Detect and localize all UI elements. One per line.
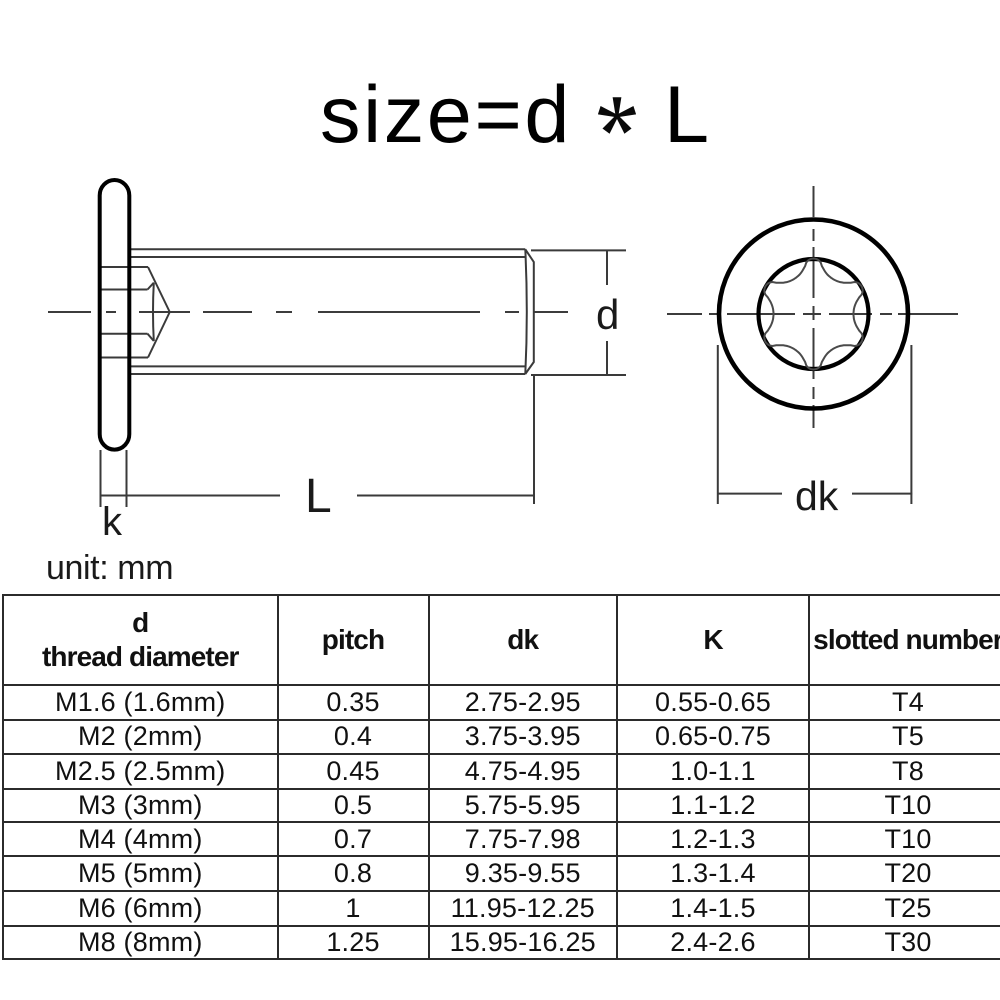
- svg-text:dk: dk: [795, 473, 839, 519]
- svg-text:k: k: [102, 500, 123, 544]
- svg-text:d: d: [596, 291, 619, 338]
- svg-text:L: L: [305, 470, 332, 523]
